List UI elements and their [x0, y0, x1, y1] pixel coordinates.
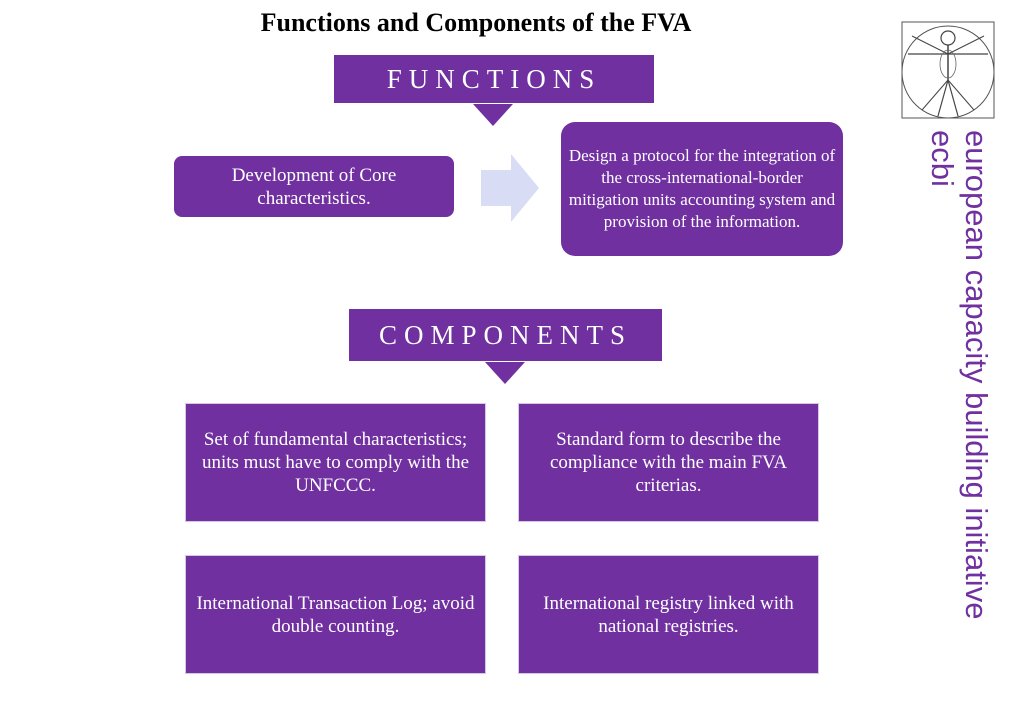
- components-header: COMPONENTS: [348, 308, 663, 362]
- branding-line-2: ecbi: [925, 130, 960, 187]
- component-text: Standard form to describe the compliance…: [549, 429, 788, 496]
- functions-header: FUNCTIONS: [333, 54, 655, 104]
- branding-text: european capacity building initiative ec…: [905, 130, 994, 678]
- component-text: International Transaction Log; avoid dou…: [196, 592, 475, 637]
- right-arrow-icon: [481, 154, 539, 222]
- branding: european capacity building initiative ec…: [905, 130, 994, 678]
- core-characteristics-text: Development of Core characteristics.: [231, 164, 397, 209]
- component-box-transaction-log: International Transaction Log; avoid dou…: [185, 555, 486, 674]
- branding-line-1: european capacity building initiative: [959, 130, 994, 620]
- core-characteristics-box: Development of Core characteristics.: [174, 156, 454, 217]
- page-title: Functions and Components of the FVA: [260, 8, 692, 37]
- component-box-international-registry: International registry linked with natio…: [518, 555, 819, 674]
- component-text: Set of fundamental characteristics; unit…: [201, 429, 470, 496]
- functions-down-arrow-icon: [473, 104, 513, 126]
- protocol-design-text: Design a protocol for the integration of…: [568, 146, 836, 231]
- protocol-design-box: Design a protocol for the integration of…: [561, 122, 843, 256]
- vitruvian-man-icon: [901, 21, 995, 119]
- component-box-fundamental-characteristics: Set of fundamental characteristics; unit…: [185, 403, 486, 522]
- component-box-standard-form: Standard form to describe the compliance…: [518, 403, 819, 522]
- components-down-arrow-icon: [485, 362, 525, 384]
- component-text: International registry linked with natio…: [543, 592, 794, 637]
